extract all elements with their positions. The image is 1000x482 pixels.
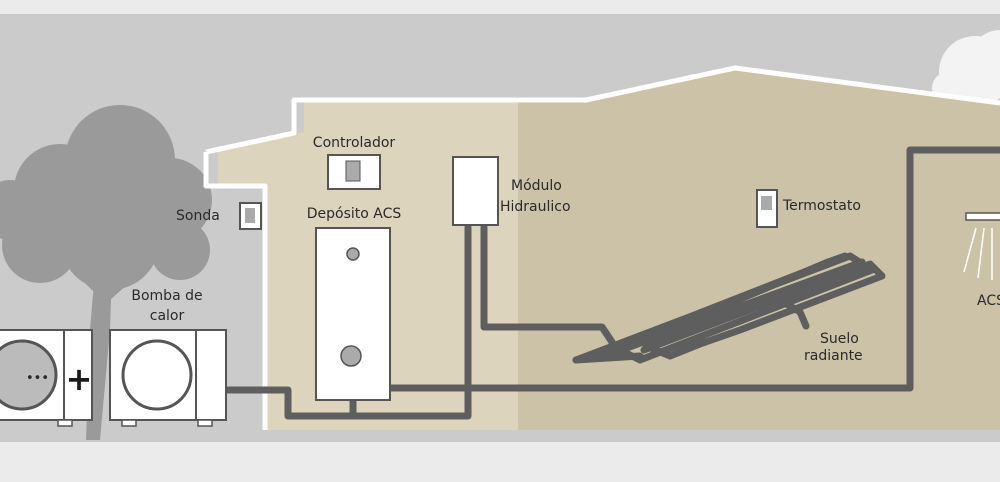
house-right-section bbox=[518, 68, 1000, 430]
cloud-shape bbox=[932, 30, 1000, 108]
label-calor: calor bbox=[150, 308, 185, 324]
label-acs: ACS bbox=[977, 293, 1000, 309]
deposito-acs-tank bbox=[315, 227, 391, 401]
tree-icon bbox=[0, 105, 212, 440]
label-termostato: Termostato bbox=[782, 198, 861, 214]
label-bomba-de: Bomba de bbox=[131, 288, 202, 304]
label-hidraulico: Hidraulico bbox=[500, 199, 571, 215]
house-outline bbox=[205, 65, 1000, 155]
label-controlador: Controlador bbox=[313, 135, 396, 151]
dots-icon: ••• bbox=[26, 371, 49, 386]
pipes bbox=[222, 146, 1000, 420]
house-wall-edge bbox=[203, 152, 268, 430]
label-suelo: Suelo bbox=[820, 331, 859, 347]
pipe-return bbox=[384, 146, 1000, 392]
floor-heating-coil bbox=[572, 252, 886, 364]
termostato-icon bbox=[756, 189, 778, 228]
controlador-icon bbox=[327, 154, 381, 190]
plus-icon: + bbox=[66, 360, 93, 398]
modulo-hidraulico-box bbox=[452, 156, 499, 226]
pipe-heatpump-main bbox=[222, 223, 472, 420]
acs-shower-icon bbox=[963, 212, 1000, 280]
floor-heating-tail bbox=[776, 296, 810, 330]
sonda-sensor-icon bbox=[239, 202, 262, 230]
outdoor-unit-left bbox=[0, 329, 93, 427]
label-sonda: Sonda bbox=[176, 208, 220, 224]
label-radiante: radiante bbox=[804, 348, 863, 364]
label-modulo: Módulo bbox=[511, 178, 562, 194]
label-deposito-acs: Depósito ACS bbox=[307, 206, 402, 222]
heat-pump-unit bbox=[109, 329, 227, 427]
